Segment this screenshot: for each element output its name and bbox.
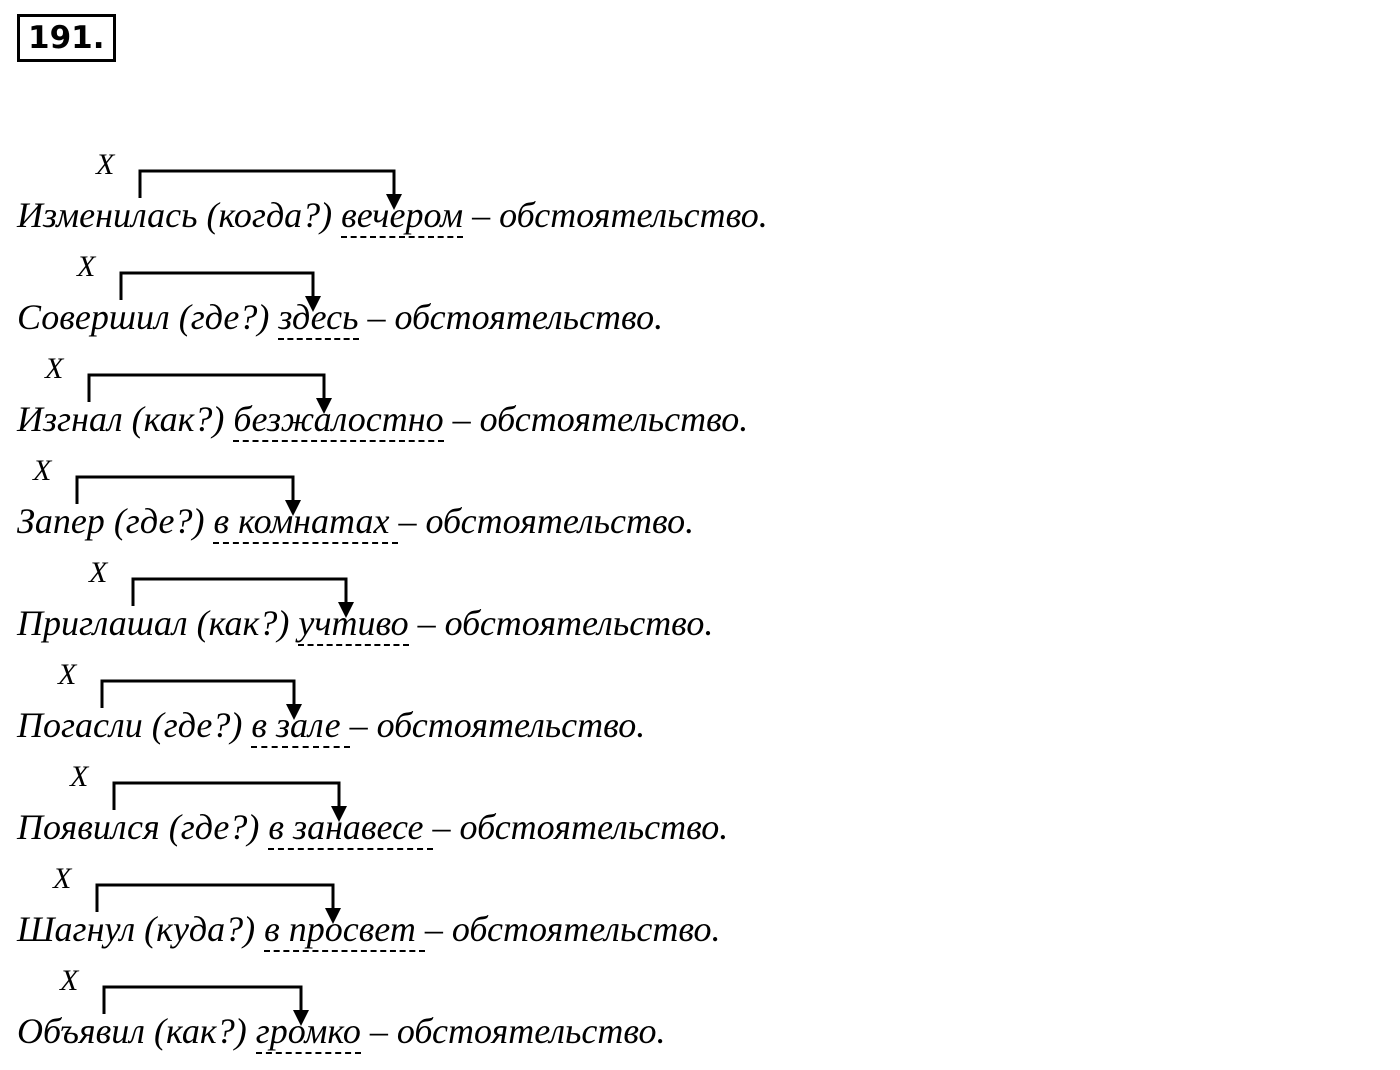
sentence-row: X Объявил (как?) громко – обстоятельство… [0,966,1400,1066]
sentence-row: X Появился (где?) в занавесе – обстоятел… [0,762,1400,862]
arrow-head [386,194,402,210]
predicate-mark: X [58,658,77,691]
question-word: (когда?) [206,195,333,235]
sentence-row: X Изгнал (как?) безжалостно – обстоятель… [0,354,1400,454]
adverbial-word: в зале [251,705,350,748]
sentence-row: X Запер (где?) в комнатах – обстоятельст… [0,456,1400,556]
question-word: (как?) [131,399,225,439]
dependency-arrow-icon [100,679,302,720]
adverbial-word: в просвет [264,909,425,952]
sentence-line: Изгнал (как?) безжалостно – обстоятельст… [17,398,749,442]
member-label: – обстоятельство. [408,603,714,643]
verb-word: Появился [17,807,160,847]
verb-word: Погасли [17,705,143,745]
arrow-line [112,781,341,810]
sentence-line: Появился (где?) в занавесе – обстоятельс… [17,806,729,850]
arrow-line [87,373,326,402]
member-label: – обстоятельство. [398,501,695,541]
adverbial-word: громко [255,1011,361,1054]
verb-word: Приглашал [17,603,188,643]
predicate-mark: X [70,760,89,793]
verb-word: Совершил [17,297,170,337]
predicate-mark: X [60,964,79,997]
member-label: – обстоятельство. [463,195,768,235]
dependency-arrow-icon [131,577,354,618]
sentence-line: Приглашал (как?) учтиво – обстоятельство… [17,602,714,646]
sentence-row: X Приглашал (как?) учтиво – обстоятельст… [0,558,1400,658]
member-label: – обстоятельство. [443,399,749,439]
arrow-line [138,169,396,198]
arrow-head [338,602,354,618]
member-label: – обстоятельство. [432,807,729,847]
arrow-head [325,908,341,924]
question-word: (где?) [168,807,260,847]
predicate-mark: X [45,352,64,385]
question-word: (как?) [196,603,290,643]
dependency-arrow-icon [119,271,321,312]
predicate-mark: X [33,454,52,487]
question-word: (где?) [178,297,270,337]
predicate-mark: X [53,862,72,895]
arrow-line [95,883,335,912]
exercise-number: 191. [17,14,116,62]
sentence-row: X Совершил (где?) здесь – обстоятельство… [0,252,1400,352]
predicate-mark: X [77,250,96,283]
arrow-head [286,704,302,720]
arrow-line [100,679,296,708]
verb-word: Шагнул [17,909,136,949]
dependency-arrow-icon [138,169,402,210]
dependency-arrow-icon [95,883,341,924]
sentence-row: X Шагнул (куда?) в просвет – обстоятельс… [0,864,1400,964]
adverbial-word: безжалостно [233,399,444,442]
arrow-line [75,475,295,504]
arrow-head [331,806,347,822]
sentence-line: Совершил (где?) здесь – обстоятельство. [17,296,664,340]
arrow-line [119,271,315,300]
arrow-line [102,985,303,1014]
question-word: (где?) [113,501,205,541]
arrow-head [305,296,321,312]
sentence-line: Запер (где?) в комнатах – обстоятельство… [17,500,695,544]
sentence-line: Изменилась (когда?) вечером – обстоятель… [17,194,768,238]
verb-word: Изменилась [17,195,198,235]
arrow-head [285,500,301,516]
arrow-head [293,1010,309,1026]
sentence-line: Шагнул (куда?) в просвет – обстоятельств… [17,908,721,952]
verb-word: Запер [17,501,105,541]
sentence-row: X Погасли (где?) в зале – обстоятельство… [0,660,1400,760]
member-label: – обстоятельство. [358,297,664,337]
question-word: (куда?) [144,909,256,949]
verb-word: Объявил [17,1011,145,1051]
question-word: (как?) [153,1011,247,1051]
adverbial-word: вечером [341,195,464,238]
member-label: – обстоятельство. [349,705,646,745]
question-word: (где?) [151,705,243,745]
arrow-line [131,577,348,606]
adverbial-word: в занавесе [268,807,433,850]
arrow-head [316,398,332,414]
dependency-arrow-icon [75,475,301,516]
predicate-mark: X [89,556,108,589]
member-label: – обстоятельство. [360,1011,666,1051]
member-label: – обстоятельство. [424,909,721,949]
dependency-arrow-icon [102,985,309,1026]
adverbial-word: здесь [278,297,359,340]
sentence-row: X Изменилась (когда?) вечером – обстояте… [0,150,1400,250]
sentence-line: Объявил (как?) громко – обстоятельство. [17,1010,666,1054]
dependency-arrow-icon [112,781,347,822]
adverbial-word: учтиво [298,603,409,646]
verb-word: Изгнал [17,399,123,439]
sentence-line: Погасли (где?) в зале – обстоятельство. [17,704,646,748]
dependency-arrow-icon [87,373,332,414]
predicate-mark: X [96,148,115,181]
adverbial-word: в комнатах [213,501,399,544]
